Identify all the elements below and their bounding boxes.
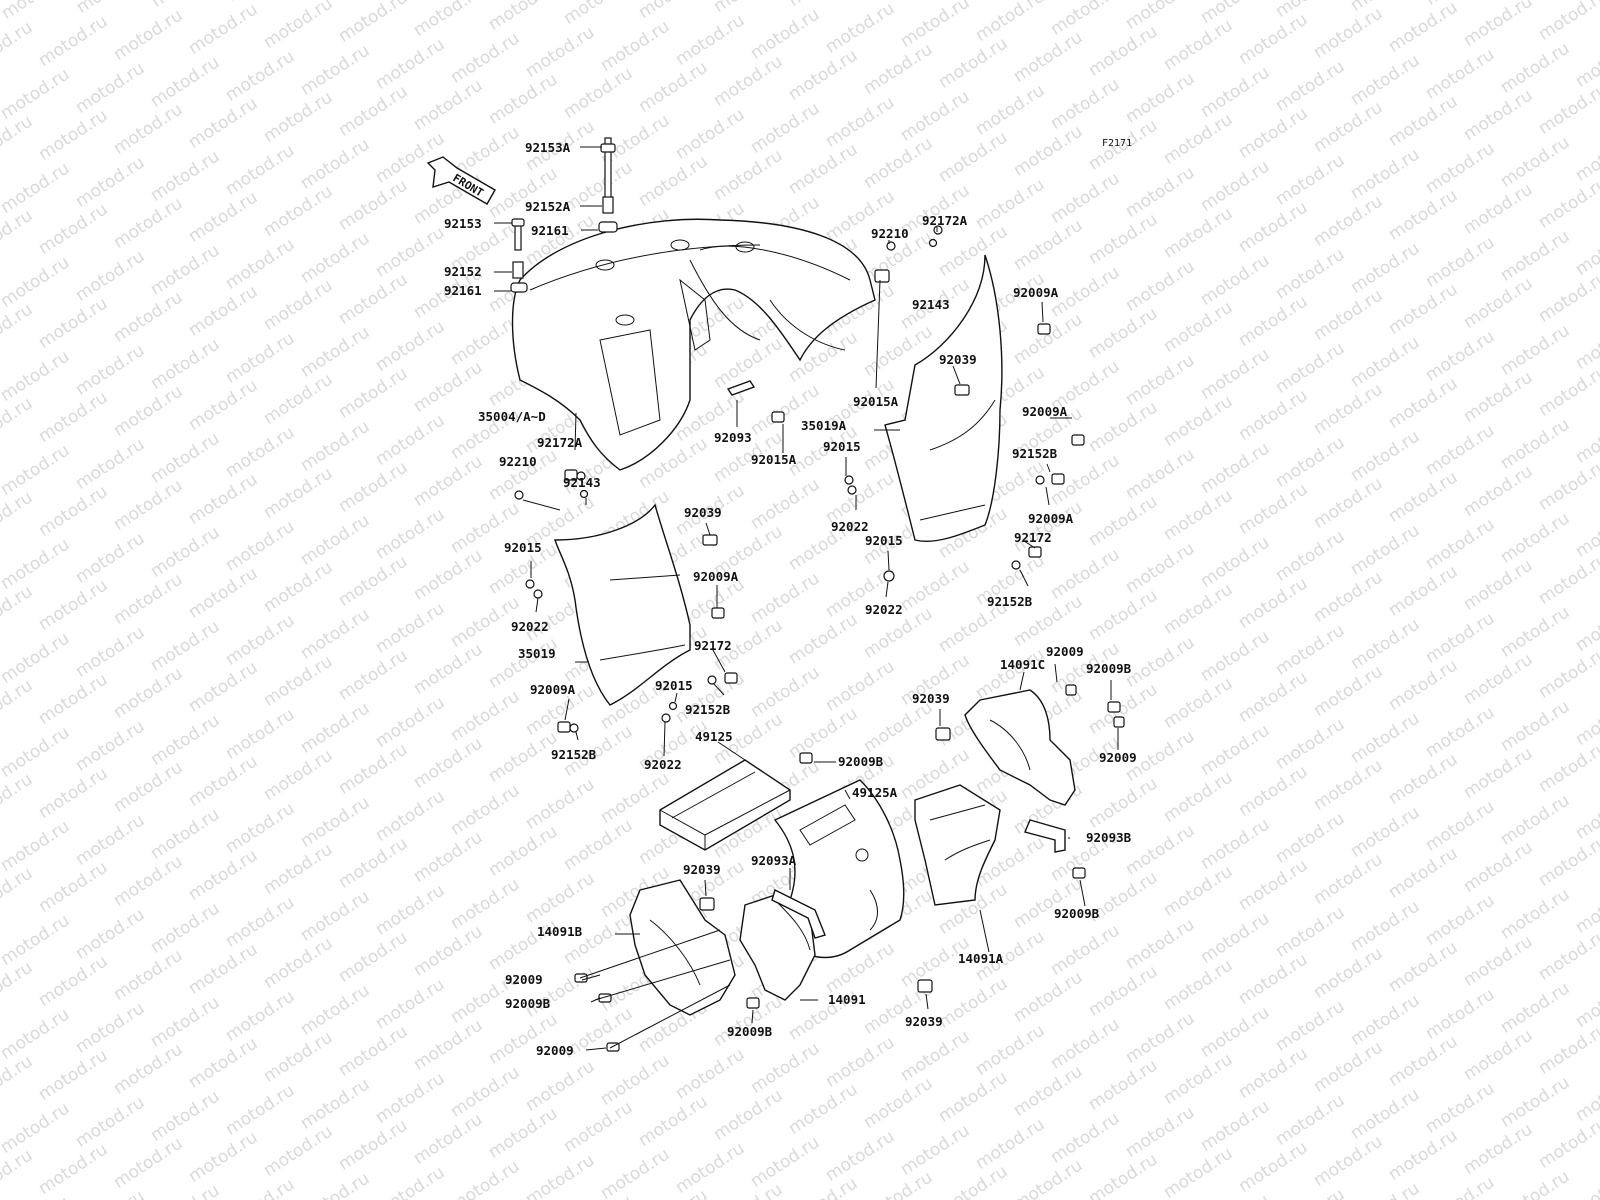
part-label: 92022 (644, 757, 682, 772)
part-label: 92015A (751, 452, 797, 467)
part-label: 92093 (714, 430, 752, 445)
box-49125-part (659, 759, 791, 851)
inner-cover-right-part (884, 254, 1003, 542)
part-label: 92015 (865, 533, 903, 548)
part-label: 92022 (865, 602, 903, 617)
part-label: 92172 (694, 638, 732, 653)
part-label: 92161 (444, 283, 482, 298)
part-label: 92009B (1086, 661, 1132, 676)
part-label: 92015 (504, 540, 542, 555)
part-label: 92039 (939, 352, 977, 367)
front-arrow-icon: FRONT (426, 156, 496, 205)
part-label: 92015 (823, 439, 861, 454)
front-fender-part (511, 218, 876, 471)
part-label: 92152 (444, 264, 482, 279)
part-label: 49125A (852, 785, 898, 800)
bracket-14091A-part (914, 784, 1001, 906)
part-label: 92009A (693, 569, 739, 584)
part-label: 92039 (683, 862, 721, 877)
part-label: 92009B (727, 1024, 773, 1039)
part-label: 92161 (531, 223, 569, 238)
part-label: 92093A (751, 853, 797, 868)
part-label: 92153 (444, 216, 482, 231)
part-label: 92210 (499, 454, 537, 469)
bracket-14091B-part (629, 879, 736, 1016)
part-label: 92009A (530, 682, 576, 697)
part-label: 92015A (853, 394, 899, 409)
strip-92093B-part (1024, 819, 1066, 853)
leader-lines (494, 146, 1119, 1051)
part-label: 14091C (1000, 657, 1046, 672)
part-label: 92009 (536, 1043, 574, 1058)
strip-92093A-part (771, 889, 826, 939)
part-label: 92022 (511, 619, 549, 634)
part-label: 92153A (525, 140, 571, 155)
part-label: 92143 (912, 297, 950, 312)
part-label: 92009B (505, 996, 551, 1011)
part-label: 35019A (801, 418, 847, 433)
inner-cover-left-part (554, 503, 691, 706)
part-label: 14091 (828, 992, 866, 1007)
part-label: 35004/A~D (478, 409, 546, 424)
part-label: 92009B (1054, 906, 1100, 921)
part-label: 92152B (551, 747, 597, 762)
part-label: 92009A (1028, 511, 1074, 526)
bracket-14091C-part (964, 689, 1076, 806)
part-label: 49125 (695, 729, 733, 744)
part-label: 92009B (838, 754, 884, 769)
part-label: 92009A (1013, 285, 1059, 300)
part-label: 14091A (958, 951, 1004, 966)
part-label: 92152B (1012, 446, 1058, 461)
strip-92093-part (726, 380, 756, 396)
part-label: 92039 (905, 1014, 943, 1029)
part-label: 92172A (537, 435, 583, 450)
part-label: 92152B (685, 702, 731, 717)
part-label: 92093B (1086, 830, 1132, 845)
part-label: 92009 (1046, 644, 1084, 659)
part-label: 92152B (987, 594, 1033, 609)
part-label: 92009 (1099, 750, 1137, 765)
part-label: 92009A (1022, 404, 1068, 419)
part-label: 92022 (831, 519, 869, 534)
part-label: 92015 (655, 678, 693, 693)
part-label: 92009 (505, 972, 543, 987)
part-label: 92143 (563, 475, 601, 490)
part-label: 14091B (537, 924, 583, 939)
part-label: 92152A (525, 199, 571, 214)
hardware-group (510, 137, 1125, 1052)
figure-code: F2171 (1102, 138, 1133, 149)
part-label: 92039 (684, 505, 722, 520)
part-label: 92172 (1014, 530, 1052, 545)
part-label: 35019 (518, 646, 556, 661)
part-label: 92172A (922, 213, 968, 228)
part-label: 92039 (912, 691, 950, 706)
part-label: 92210 (871, 226, 909, 241)
